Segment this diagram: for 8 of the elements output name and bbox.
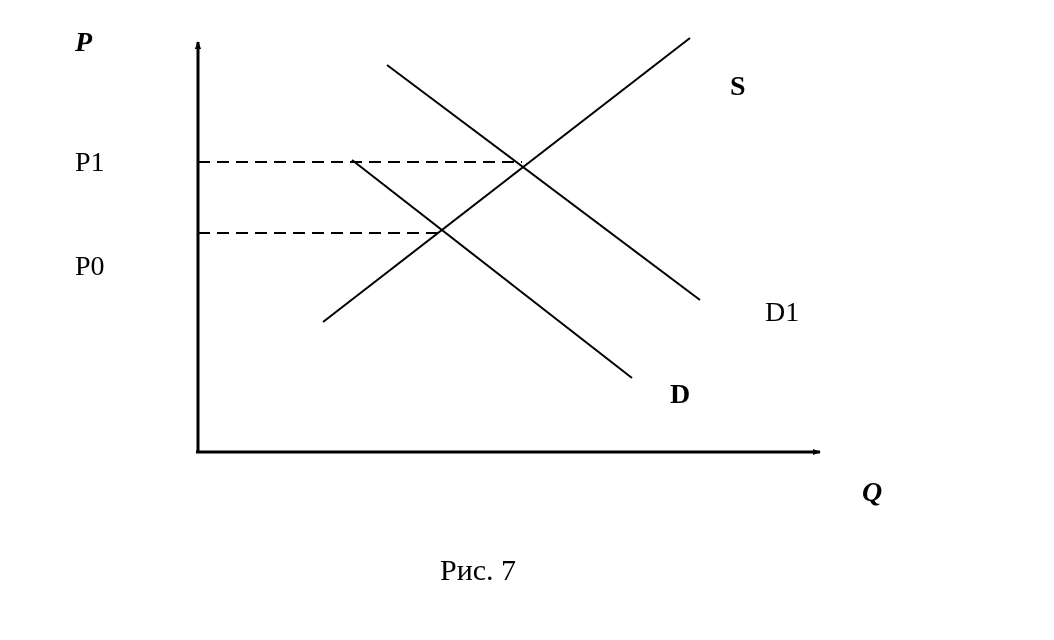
- curve-label: S: [730, 72, 746, 100]
- curve-label: D: [670, 380, 691, 408]
- tick-label: P0: [75, 252, 105, 280]
- figure-caption: Рис. 7: [440, 555, 517, 585]
- axis-label: P: [75, 28, 93, 56]
- curve-label: D1: [765, 298, 800, 326]
- axis-label: Q: [862, 478, 883, 506]
- tick-label: P1: [75, 148, 105, 176]
